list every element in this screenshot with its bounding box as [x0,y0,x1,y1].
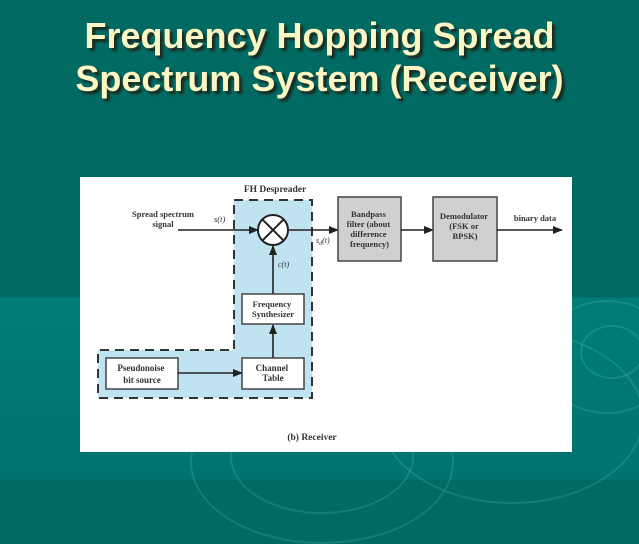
channel-table-label: Channel Table [256,363,291,383]
pseudonoise-source-block [105,357,179,390]
mixer-icon [257,214,289,246]
despreader-region [97,199,313,399]
carrier-label: c(t) [278,260,289,269]
input-label-line2: signal [152,219,174,229]
demodulator-block [432,196,498,262]
frequency-synthesizer-label: Frequency Synthesizer [252,299,294,319]
channel-table-block [241,357,305,390]
bandpass-filter-block [337,196,402,262]
mixer-output-label: sd(t) [316,236,330,247]
demodulator-label: Demodulator (FSK or BPSK) [440,211,490,241]
output-label: binary data [514,213,557,223]
input-signal-label: s(t) [214,214,226,224]
diagram-caption: (b) Receiver [287,432,337,443]
slide-title-line1: Frequency Hopping Spread [84,15,555,56]
slide-title: Frequency Hopping Spread Spectrum System… [0,14,639,100]
despreader-label: FH Despreader [244,185,307,195]
input-label-line1: Spread spectrum [132,209,194,219]
diagram-panel: FH Despreader Spread spectrum signal s(t… [80,177,572,452]
fh-receiver-diagram: FH Despreader Spread spectrum signal s(t… [97,185,563,443]
background-ripple [580,325,639,379]
pseudonoise-source-label: Pseudonoise bit source [117,363,166,385]
slide-title-line2: Spectrum System (Receiver) [75,58,564,99]
bandpass-filter-label: Bandpass filter (about difference freque… [347,209,393,249]
